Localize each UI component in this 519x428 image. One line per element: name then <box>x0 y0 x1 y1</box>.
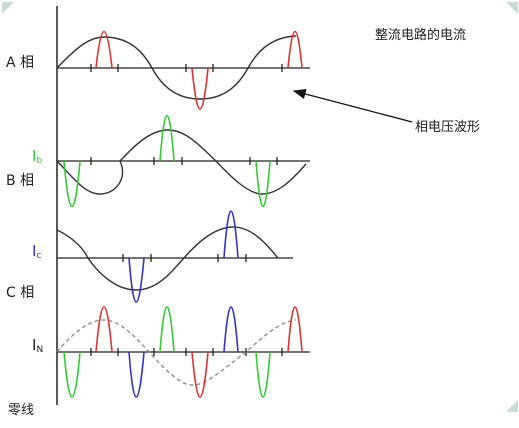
neutral-line-label: 零线 <box>8 403 34 418</box>
phase-b-label: B 相 <box>6 173 34 189</box>
current-ib-label: Ib <box>32 147 42 166</box>
neutral-current-pulse-a <box>191 351 209 398</box>
corner-mark-bottom-right <box>506 400 518 412</box>
phase-b-current-pulse <box>255 160 271 208</box>
neutral-current-pulse-b <box>255 351 271 398</box>
tick-marks <box>90 64 283 356</box>
neutral-current-pulse-b <box>159 306 175 353</box>
neutral-current-pulse-a <box>287 306 303 353</box>
annotation-label: 相电压波形 <box>415 120 480 135</box>
neutral-current-pulse-c <box>128 351 145 398</box>
phase-a-current-pulse <box>191 67 209 110</box>
phase-c-voltage-wave <box>56 226 279 291</box>
neutral-sum-dashed-wave <box>56 319 297 386</box>
phase-a-current-pulse <box>95 31 113 69</box>
current-in-label: IN <box>32 336 43 355</box>
phase-b-voltage-wave <box>56 129 307 195</box>
neutral-current-pulse-c <box>223 306 239 353</box>
neutral-current-pulse-b <box>63 351 81 398</box>
corner-mark-top-right <box>506 2 518 14</box>
phase-b-current-pulse <box>63 160 81 208</box>
phase-c-label: C 相 <box>6 285 34 301</box>
neutral-current-pulse-a <box>95 306 113 353</box>
phase-a-current-pulse <box>287 31 303 69</box>
phase-b-current-pulse <box>159 114 175 162</box>
phase-c-current-pulse <box>223 210 239 259</box>
phase-c-current-pulse <box>128 257 145 303</box>
phase-a-label: A 相 <box>6 55 34 71</box>
current-ic-label: Ic <box>32 242 41 261</box>
annotation-arrow <box>292 88 413 123</box>
diagram-title: 整流电路的电流 <box>375 27 466 43</box>
corner-mark-top-left <box>2 2 14 14</box>
